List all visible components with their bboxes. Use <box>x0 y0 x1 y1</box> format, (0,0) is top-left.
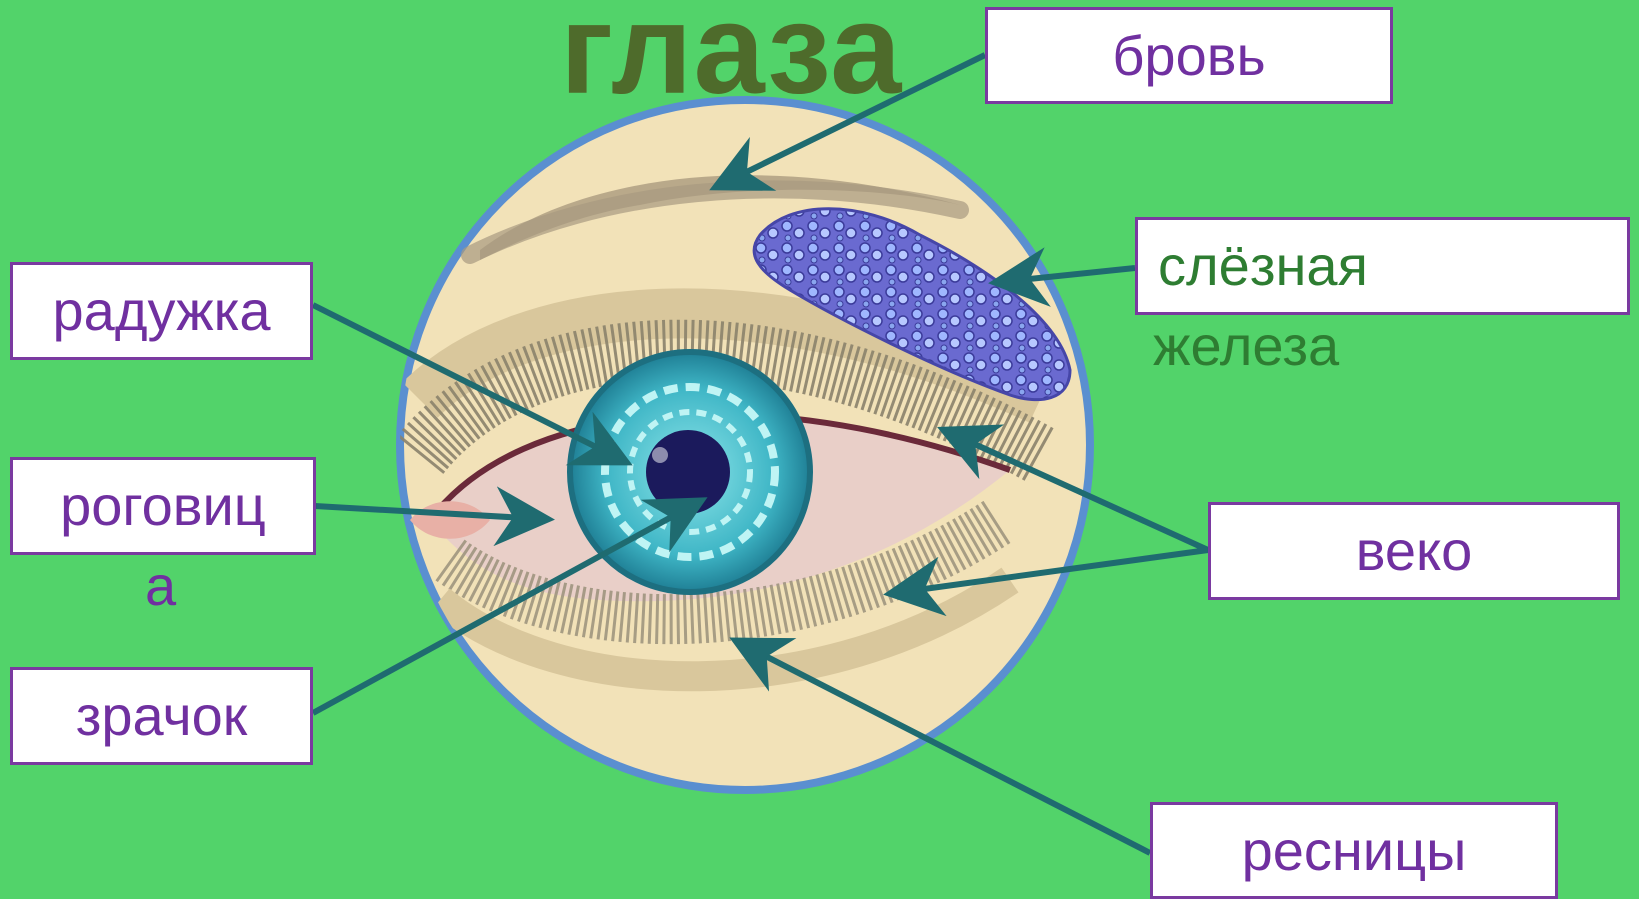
label-eyelid: веко <box>1208 502 1620 600</box>
label-lacrimal-gland: слёзная <box>1135 217 1630 315</box>
label-lashes-text: ресницы <box>1242 823 1467 879</box>
label-lashes: ресницы <box>1150 802 1558 899</box>
label-lacrimal-gland-text: слёзная <box>1158 238 1368 294</box>
label-iris: радужка <box>10 262 313 360</box>
label-iris-text: радужка <box>53 283 271 339</box>
label-cornea-text-2: а <box>145 558 176 614</box>
label-cornea-text: роговиц <box>60 478 266 534</box>
label-pupil-text: зрачок <box>76 688 248 744</box>
label-brow-text: бровь <box>1112 28 1265 84</box>
label-eyelid-text: веко <box>1356 523 1473 579</box>
label-lacrimal-gland-text-2: железа <box>1153 318 1339 374</box>
label-cornea: роговиц <box>10 457 316 555</box>
pupil-shape <box>646 430 730 514</box>
label-brow: бровь <box>985 7 1393 104</box>
page-title: глаза <box>560 0 902 114</box>
label-pupil: зрачок <box>10 667 313 765</box>
